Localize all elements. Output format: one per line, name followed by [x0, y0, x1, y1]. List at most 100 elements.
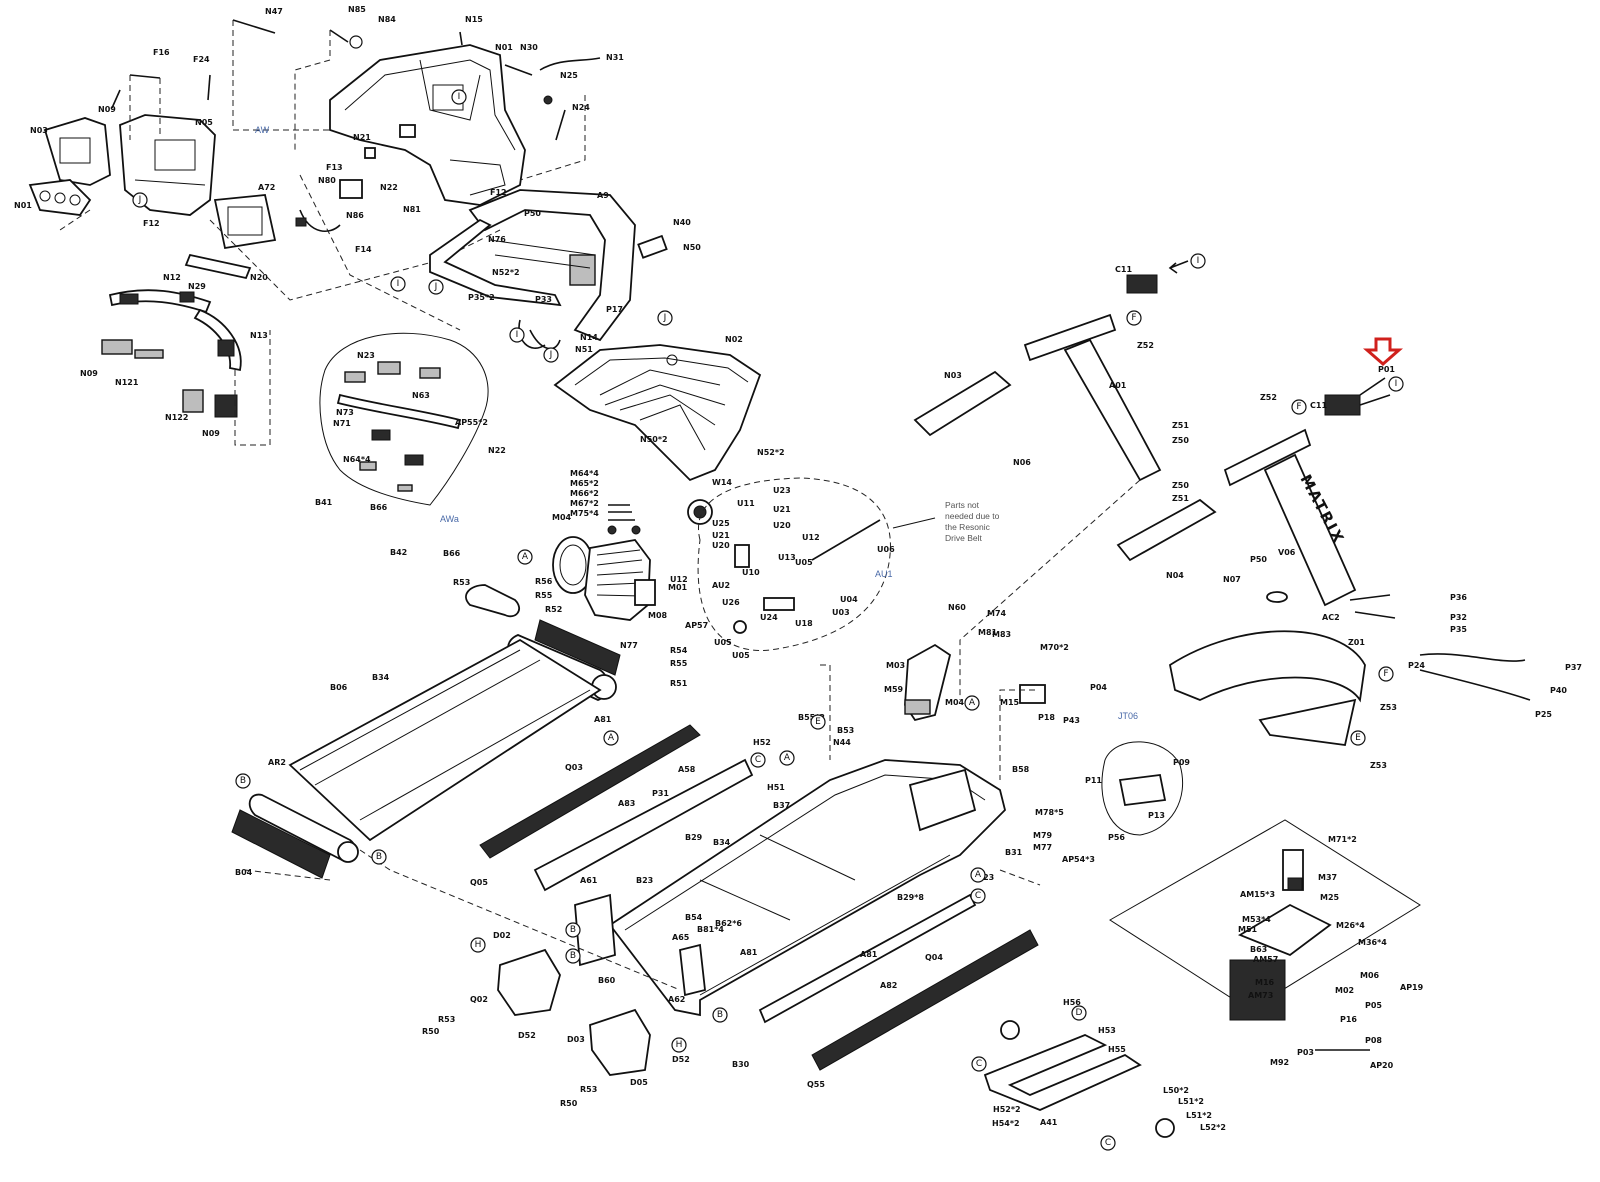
- svg-text:Z52: Z52: [1260, 393, 1277, 402]
- ref-circle-a1: A: [517, 549, 533, 565]
- svg-text:R56: R56: [535, 577, 553, 586]
- svg-text:F: F: [1383, 669, 1388, 679]
- svg-text:B34: B34: [713, 838, 731, 847]
- svg-text:I: I: [397, 279, 400, 289]
- svg-text:N06: N06: [1013, 458, 1031, 467]
- svg-text:N76: N76: [488, 235, 506, 244]
- svg-text:L51*2: L51*2: [1178, 1097, 1204, 1106]
- motor-drive: [465, 477, 936, 651]
- note-line-1: Parts not: [945, 500, 980, 510]
- svg-text:N15: N15: [465, 15, 483, 24]
- svg-text:N81: N81: [403, 205, 421, 214]
- svg-text:C: C: [976, 1059, 982, 1069]
- deck-rollers: [231, 619, 1039, 1071]
- svg-text:D05: D05: [630, 1078, 648, 1087]
- svg-text:N77: N77: [620, 641, 638, 650]
- svg-text:A83: A83: [618, 799, 635, 808]
- svg-text:N24: N24: [572, 103, 590, 112]
- svg-text:M02: M02: [1335, 986, 1354, 995]
- svg-text:C: C: [975, 891, 981, 901]
- svg-text:H: H: [475, 940, 482, 950]
- svg-text:J: J: [663, 313, 667, 323]
- svg-text:N60: N60: [948, 603, 966, 612]
- svg-text:B42: B42: [390, 548, 407, 557]
- svg-text:F: F: [1296, 402, 1301, 412]
- svg-text:M81: M81: [978, 628, 998, 637]
- svg-text:R50: R50: [560, 1099, 578, 1108]
- svg-text:U26: U26: [722, 598, 740, 607]
- svg-text:F13: F13: [326, 163, 343, 172]
- svg-text:N20: N20: [250, 273, 268, 282]
- svg-text:AM57: AM57: [1253, 955, 1278, 964]
- svg-text:D03: D03: [567, 1035, 585, 1044]
- svg-text:AP54*3: AP54*3: [1062, 855, 1095, 864]
- svg-text:AP55*2: AP55*2: [455, 418, 488, 427]
- svg-text:H: H: [676, 1040, 683, 1050]
- svg-text:B23: B23: [977, 873, 994, 882]
- svg-text:P35: P35: [1450, 625, 1467, 634]
- svg-text:B41: B41: [315, 498, 333, 507]
- svg-text:R50: R50: [422, 1027, 440, 1036]
- ref-circle-j: J: [132, 192, 148, 208]
- svg-text:N47: N47: [265, 7, 283, 16]
- note-line-3: the Resonic: [945, 522, 991, 532]
- svg-text:C: C: [755, 755, 761, 765]
- svg-text:P50: P50: [524, 209, 541, 218]
- svg-text:B37: B37: [773, 801, 790, 810]
- svg-text:F14: F14: [355, 245, 372, 254]
- svg-text:P08: P08: [1365, 1036, 1382, 1045]
- svg-text:U21: U21: [773, 505, 791, 514]
- svg-text:AM15*3: AM15*3: [1240, 890, 1275, 899]
- svg-text:M37: M37: [1318, 873, 1337, 882]
- ref-circle-a2: A: [603, 730, 619, 746]
- ref-circle-f1: F: [1126, 310, 1142, 326]
- svg-text:U05: U05: [714, 638, 732, 647]
- svg-text:N01: N01: [495, 43, 513, 52]
- assembly-leaders: [244, 479, 1141, 991]
- svg-text:M03: M03: [886, 661, 905, 670]
- svg-text:R54: R54: [670, 646, 688, 655]
- svg-text:J: J: [434, 282, 438, 292]
- svg-text:Q04: Q04: [925, 953, 943, 962]
- svg-text:P09: P09: [1173, 758, 1190, 767]
- svg-text:B06: B06: [330, 683, 348, 692]
- svg-text:N02: N02: [725, 335, 743, 344]
- svg-text:U13: U13: [778, 553, 796, 562]
- svg-text:B55*2: B55*2: [798, 713, 825, 722]
- svg-text:F12: F12: [490, 188, 507, 197]
- upper-frame: [429, 189, 668, 350]
- svg-text:N52*2: N52*2: [757, 448, 785, 457]
- svg-text:R53: R53: [580, 1085, 597, 1094]
- svg-text:B66: B66: [370, 503, 388, 512]
- svg-text:F16: F16: [153, 48, 170, 57]
- svg-text:D52: D52: [518, 1031, 536, 1040]
- ref-circle-c4: C: [1100, 1135, 1116, 1151]
- svg-text:M79: M79: [1033, 831, 1053, 840]
- svg-text:M77: M77: [1033, 843, 1052, 852]
- svg-text:B63: B63: [1250, 945, 1267, 954]
- svg-text:A: A: [608, 733, 615, 743]
- jt-label: JT06: [1118, 711, 1138, 721]
- svg-text:P33: P33: [535, 295, 552, 304]
- svg-text:P50: P50: [1250, 555, 1267, 564]
- svg-text:U20: U20: [773, 521, 791, 530]
- svg-text:B: B: [570, 951, 576, 961]
- aw-label: AW: [255, 125, 270, 135]
- svg-text:A81: A81: [740, 948, 758, 957]
- svg-text:M26*4: M26*4: [1336, 921, 1365, 930]
- svg-text:P32: P32: [1450, 613, 1467, 622]
- svg-text:U11: U11: [737, 499, 755, 508]
- svg-text:J: J: [549, 350, 553, 360]
- ref-circle-j4: J: [543, 347, 559, 363]
- svg-text:Z53: Z53: [1380, 703, 1397, 712]
- svg-text:N31: N31: [606, 53, 624, 62]
- svg-text:A82: A82: [880, 981, 897, 990]
- svg-text:U24: U24: [760, 613, 778, 622]
- svg-text:A: A: [784, 753, 791, 763]
- svg-text:U05: U05: [732, 651, 750, 660]
- svg-text:M67*2: M67*2: [570, 499, 599, 508]
- svg-text:Z50: Z50: [1172, 481, 1189, 490]
- ref-circle-i3: I: [509, 327, 525, 343]
- svg-text:M04: M04: [945, 698, 965, 707]
- aw2-label: AWa: [440, 514, 459, 524]
